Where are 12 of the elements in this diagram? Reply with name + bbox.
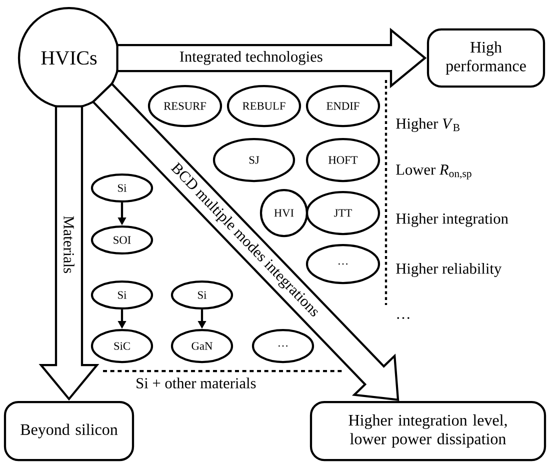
note-text: Higher reliability [396, 263, 502, 277]
note-text: Si + other materials [136, 378, 256, 388]
note-text: Higher V$_{B}$ [396, 118, 460, 132]
outcome-box: Beyond silicon [4, 400, 134, 462]
edge-label: Integrated technologies [178, 50, 324, 66]
note-text: … [397, 317, 410, 319]
note-text: Higher integration [396, 213, 508, 227]
outcome-box: Higher integration level, lower power dissipation [310, 400, 546, 462]
note-text: Lower R$_{on,sp}$ [396, 164, 472, 180]
edge-label: Materials [62, 214, 76, 275]
block-arrow [38, 105, 100, 401]
outcome-box: High performance [426, 28, 546, 88]
